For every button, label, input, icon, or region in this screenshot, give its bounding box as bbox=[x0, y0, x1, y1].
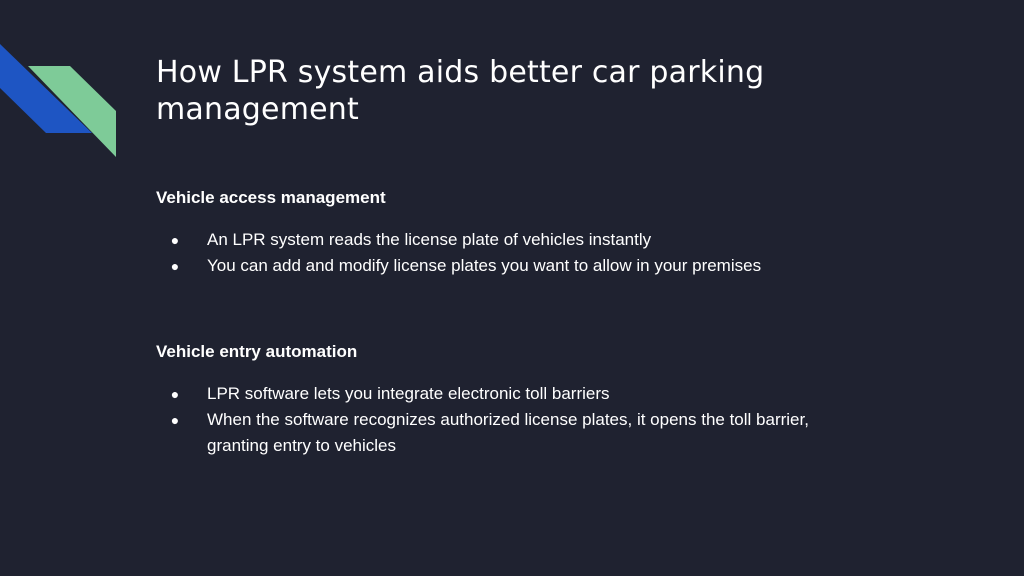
bullet-dot-icon: ● bbox=[170, 258, 180, 274]
bullet-dot-icon: ● bbox=[170, 412, 180, 428]
bullet-item: ● LPR software lets you integrate electr… bbox=[156, 381, 867, 407]
slide-title: How LPR system aids better car parking m… bbox=[156, 55, 765, 127]
corner-decoration bbox=[0, 44, 116, 157]
bullet-item: ● An LPR system reads the license plate … bbox=[156, 227, 867, 253]
bullet-text: When the software recognizes authorized … bbox=[207, 410, 809, 455]
bullet-dot-icon: ● bbox=[170, 386, 180, 402]
green-stripe bbox=[28, 66, 116, 157]
bullet-item: ● You can add and modify license plates … bbox=[156, 253, 867, 279]
bullet-text: An LPR system reads the license plate of… bbox=[207, 230, 652, 249]
section-heading: Vehicle entry automation bbox=[156, 342, 358, 361]
section-vehicle-access-management: Vehicle access management ● An LPR syste… bbox=[156, 185, 916, 279]
bullet-list: ● LPR software lets you integrate electr… bbox=[156, 381, 916, 459]
bullet-dot-icon: ● bbox=[170, 232, 180, 248]
bullet-item: ● When the software recognizes authorize… bbox=[156, 407, 867, 459]
bullet-list: ● An LPR system reads the license plate … bbox=[156, 227, 916, 279]
section-heading: Vehicle access management bbox=[156, 188, 386, 207]
blue-stripe bbox=[0, 44, 92, 133]
bullet-text: LPR software lets you integrate electron… bbox=[207, 384, 610, 403]
section-vehicle-entry-automation: Vehicle entry automation ● LPR software … bbox=[156, 339, 916, 459]
bullet-text: You can add and modify license plates yo… bbox=[207, 256, 762, 275]
